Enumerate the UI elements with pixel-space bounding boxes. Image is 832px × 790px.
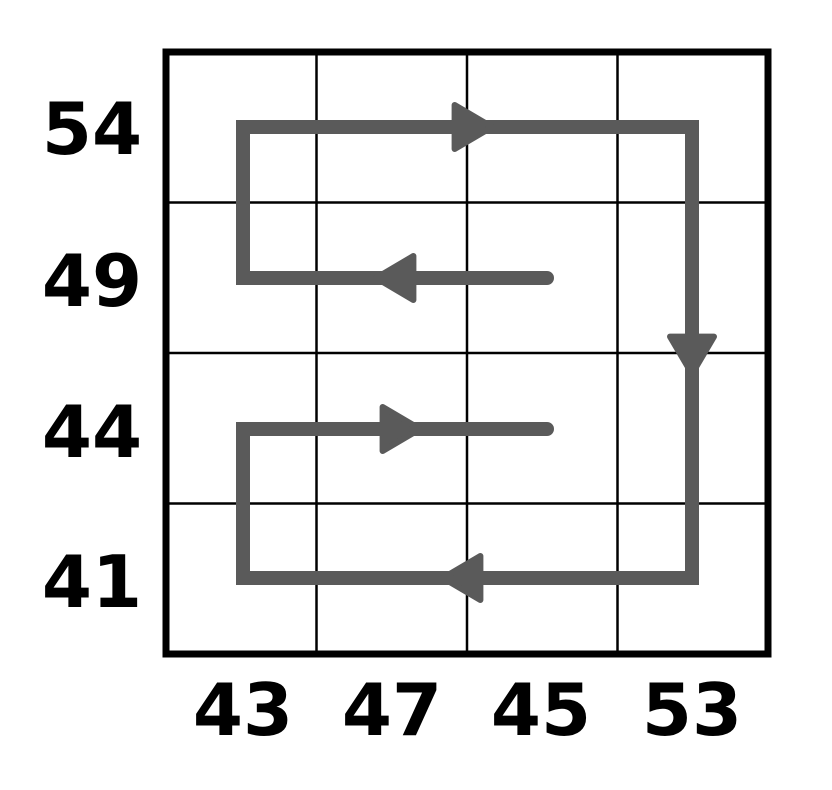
arrowhead-left: [440, 553, 484, 603]
arrowhead-left: [373, 253, 417, 303]
arrowhead-right: [379, 404, 423, 454]
row-label-3: 44: [42, 390, 142, 474]
col-label-2: 47: [342, 668, 442, 752]
row-label-1: 54: [42, 87, 142, 171]
col-label-3: 45: [491, 668, 591, 752]
row-label-2: 49: [42, 239, 142, 323]
col-label-1: 43: [193, 668, 293, 752]
row-label-4: 41: [42, 540, 142, 624]
arrowhead-down: [667, 333, 717, 377]
arrowhead-right: [451, 102, 495, 152]
path-arrows: [373, 102, 717, 603]
grid: [162, 48, 772, 658]
col-label-4: 53: [642, 668, 742, 752]
grid-border: [162, 48, 772, 658]
